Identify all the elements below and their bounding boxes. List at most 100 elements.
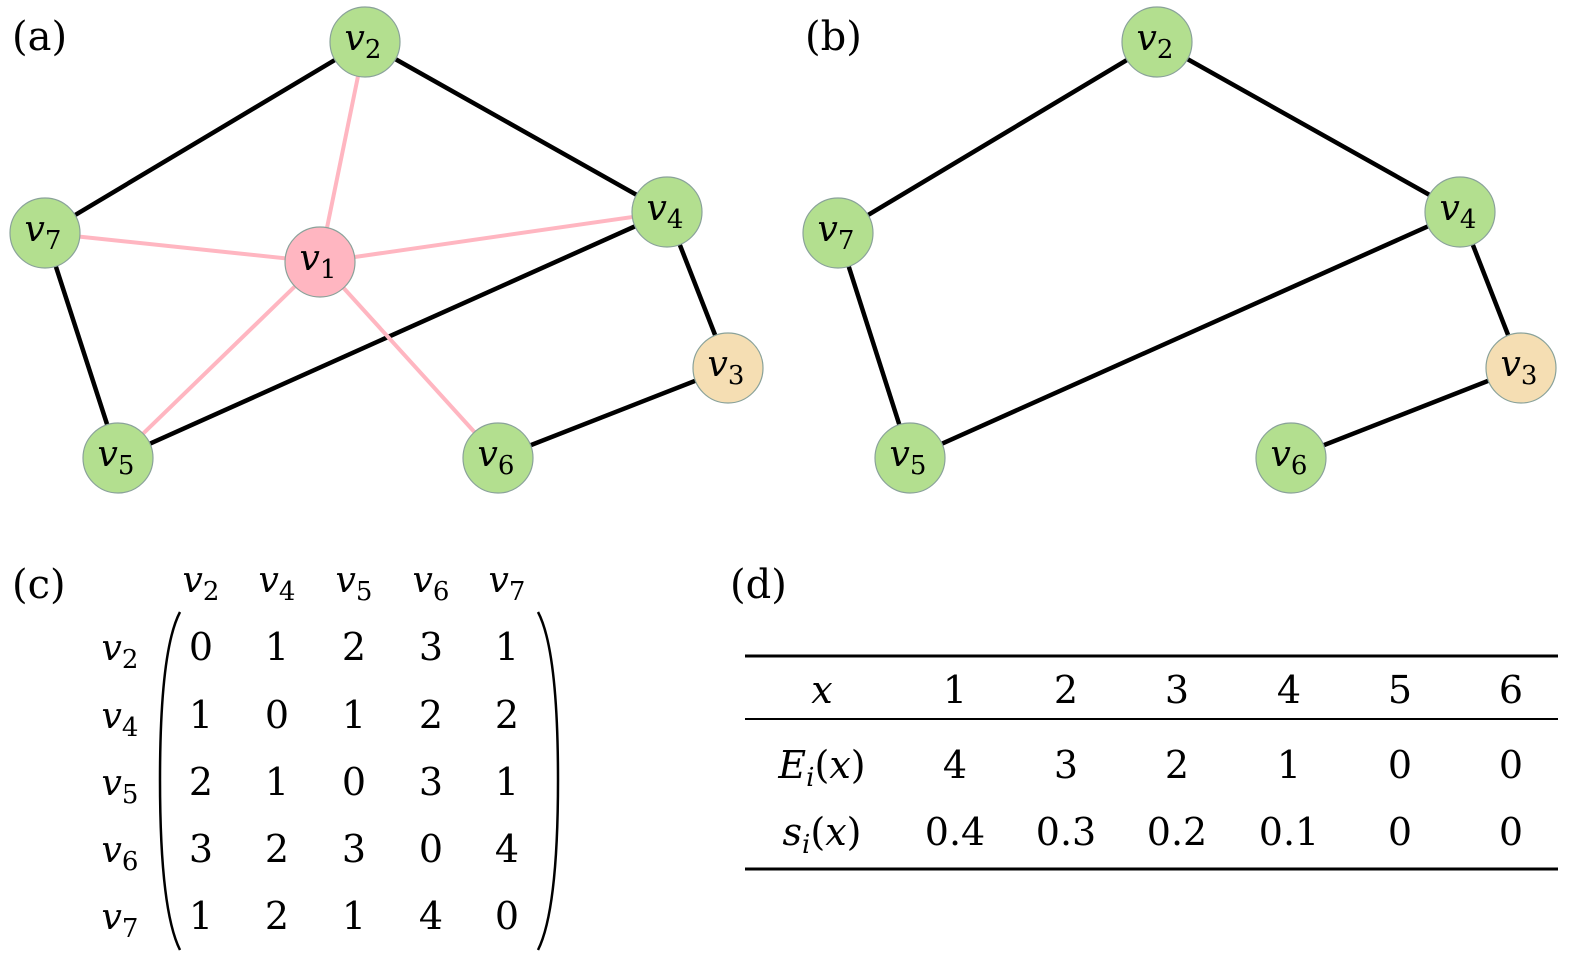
matrix-cell: 0 [342,760,366,804]
matrix-cell: 1 [189,894,213,938]
matrix-cell: 0 [495,894,519,938]
node-label-v2-main: v [345,18,365,59]
node-label-v6: v6 [478,434,515,481]
table-cell: 0 [1388,810,1412,854]
matrix-cell: 1 [265,625,289,669]
edge-v3-v6 [497,365,729,461]
matrix-cell: 3 [342,827,366,871]
matrix-col-header: v5 [336,560,373,607]
panel-d-label: (d) [730,562,787,608]
node-label-v2-sub: 2 [365,35,382,65]
edge-v2-v7 [836,40,1159,235]
matrix-row-header: v2 [102,628,139,675]
table-cell: 0 [1388,743,1412,787]
matrix-row-header-main: v [102,897,122,938]
node-circle-v7 [802,197,874,269]
node-label-v7: v7 [25,209,62,256]
table-cell: 2 [1165,743,1189,787]
node-circle-v5 [874,422,946,494]
table-cell: 0.1 [1259,810,1319,854]
node-v7: v7 [9,197,81,269]
table-cell: 0 [1499,810,1523,854]
table-cell: 0.3 [1036,810,1096,854]
edge-v5-v4 [117,209,668,461]
edge-v1-v2 [318,41,367,263]
table-cell: 1 [1277,743,1301,787]
node-circle-v5 [82,422,154,494]
matrix-col-header-main: v [413,560,433,601]
matrix-cell: 0 [189,625,213,669]
node-circle-v1 [284,226,356,298]
node-circle-v2 [1121,6,1193,78]
node-label-v4: v4 [647,188,684,235]
node-label-v5-main: v [890,434,910,475]
node-v5: v5 [874,422,946,494]
node-label-v3: v3 [708,344,745,391]
node-label-v7-main: v [25,209,45,250]
graph-a-edges [42,40,731,461]
table-row-label: Ei(x) [777,743,865,793]
matrix-col-header-sub: 2 [203,577,220,607]
matrix-cell: 1 [495,625,519,669]
edge-v1-v7 [44,231,321,264]
paren-close: ) [847,810,862,854]
node-label-v3-main: v [1501,344,1521,385]
table-header-cell: 5 [1388,668,1412,712]
node-label-v7-sub: 7 [838,226,855,256]
edge-v1-v6 [318,260,500,460]
node-label-v1: v1 [300,238,337,285]
paren-open: ( [810,810,825,854]
matrix-cell: 0 [265,693,289,737]
edge-v7-v5 [42,232,121,459]
node-label-v6-sub: 6 [1291,451,1308,481]
matrix-row-header-sub: 2 [122,645,139,675]
node-label-v1-sub: 1 [320,255,337,285]
row-label-main: E [777,743,806,787]
node-v3: v3 [1485,332,1557,404]
matrix-col-header: v2 [183,560,220,607]
table-header-label: x [811,668,832,712]
matrix-cell: 1 [189,693,213,737]
node-v7: v7 [802,197,874,269]
panel-c-label: (c) [12,562,66,608]
matrix-row-header-sub: 7 [122,914,139,944]
table-cell: 3 [1054,743,1078,787]
matrix-col-header-sub: 7 [509,577,526,607]
matrix-row-header-main: v [102,763,122,804]
paren-close: ) [851,743,866,787]
matrix-row-header: v5 [102,763,139,810]
node-v5: v5 [82,422,154,494]
edge-v1-v5 [116,260,322,460]
matrix-cell: 4 [495,827,519,871]
node-circle-v3 [692,332,764,404]
matrix-col-header: v4 [259,560,296,607]
arg-var: x [829,743,850,787]
table-header-cell: 4 [1277,668,1301,712]
table-cell: 0.4 [925,810,985,854]
matrix-row-header: v7 [102,897,139,944]
row-label-sub: i [806,763,814,793]
table-header-cell: 1 [943,668,967,712]
edge-v7-v5 [835,232,913,459]
matrix-col-header-main: v [489,560,509,601]
arg-var: x [825,810,846,854]
table-cell: 0.2 [1147,810,1207,854]
node-v4: v4 [1424,176,1496,248]
node-circle-v6 [462,422,534,494]
matrix-cell: 1 [342,894,366,938]
matrix-col-header-main: v [336,560,356,601]
node-label-v4-sub: 4 [667,205,684,235]
node-circle-v4 [1424,176,1496,248]
node-label-v5-main: v [98,434,118,475]
matrix-col-header-main: v [259,560,279,601]
table-row-label: si(x) [783,810,862,860]
node-label-v5: v5 [890,434,927,481]
matrix-row-header-main: v [102,830,122,871]
matrix-col-header-sub: 4 [279,577,296,607]
